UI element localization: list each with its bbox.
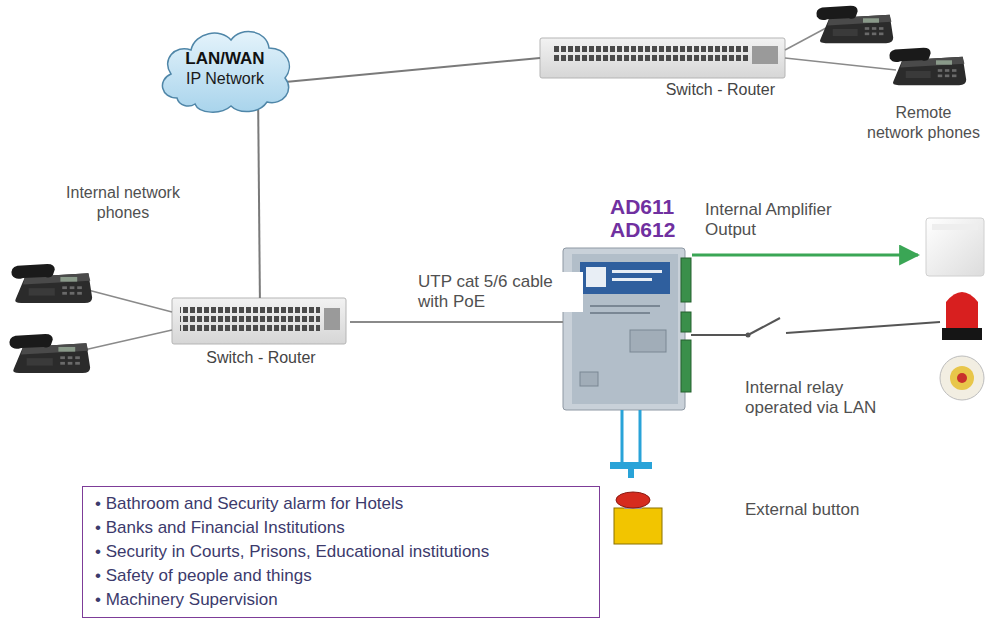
bullet-item: • Machinery Supervision — [95, 588, 587, 612]
button-contact — [610, 462, 652, 469]
cloud-text: IP Network — [186, 69, 264, 89]
phone-cord — [84, 330, 172, 350]
siren — [940, 356, 984, 400]
group-label: Remote network phones — [866, 103, 981, 143]
beacon-base — [942, 328, 982, 340]
switch-ports — [180, 306, 320, 333]
network-cable — [350, 321, 563, 323]
phone-cord — [785, 28, 826, 50]
phone-cord — [88, 290, 172, 312]
siren-core — [957, 373, 967, 383]
relay-contact — [691, 318, 940, 338]
switch-router-top — [540, 38, 785, 78]
network-phone — [889, 48, 966, 85]
switch-router-bottom — [172, 298, 346, 344]
network-cable — [258, 110, 260, 298]
button-wire — [639, 410, 642, 462]
bullet-item: • Security in Courts, Prisons, Education… — [95, 540, 587, 564]
device-print — [612, 278, 652, 281]
network-cloud: LAN/WANIP Network — [155, 20, 295, 115]
button-label: External button — [745, 500, 905, 520]
cloud-text: LAN/WAN — [185, 48, 264, 69]
device-print — [590, 312, 650, 314]
device-mark — [580, 372, 598, 386]
terminal-block — [681, 340, 691, 392]
terminal-block — [681, 258, 691, 302]
network-phone — [9, 334, 90, 373]
device-panel — [572, 254, 678, 404]
speaker — [926, 218, 984, 276]
button-stem — [628, 469, 634, 478]
terminal-block — [681, 312, 691, 332]
switch-label: Switch - Router — [172, 348, 350, 368]
device-model: AD611 AD612 — [610, 195, 690, 241]
switch-label: Switch - Router — [540, 80, 775, 100]
switch-ports — [552, 46, 748, 64]
switch-uplink — [324, 308, 340, 330]
network-phone — [816, 6, 893, 43]
amplifier-arrow — [692, 254, 918, 257]
device-module — [630, 330, 666, 352]
button-wire — [621, 410, 624, 462]
network-phone — [11, 264, 92, 303]
relay-blade — [748, 318, 780, 335]
switch-body — [540, 38, 785, 78]
switch-uplink — [752, 46, 778, 64]
relay-wire — [691, 334, 746, 336]
cable-label: UTP cat 5/6 cable with PoE — [418, 272, 583, 312]
application-box: • Bathroom and Security alarm for Hotels… — [82, 486, 600, 618]
beacon-dome — [946, 292, 978, 330]
network-cable — [285, 58, 540, 82]
bullet-item: • Bathroom and Security alarm for Hotels — [95, 492, 587, 516]
device-label-band — [580, 262, 670, 294]
beacon — [942, 292, 982, 340]
device-logo — [586, 267, 606, 287]
switch-router: Switch - Router — [172, 298, 350, 368]
switch-router: Switch - Router — [540, 38, 785, 100]
button-box — [614, 508, 662, 544]
switch-body — [172, 298, 346, 344]
device-print — [590, 305, 660, 307]
phone-cord — [785, 58, 896, 70]
speaker-box — [926, 218, 984, 276]
speaker-top — [932, 224, 978, 230]
relay-wire — [786, 322, 940, 333]
output-label: Internal Amplifier Output — [705, 200, 865, 240]
group-label: Internal network phones — [58, 183, 188, 223]
relay-label: Internal relay operated via LAN — [745, 378, 895, 418]
device-print — [612, 270, 662, 273]
bullet-item: • Banks and Financial Institutions — [95, 516, 587, 540]
cloud-shape — [162, 32, 289, 113]
emergency-button — [614, 492, 662, 544]
bullet-item: • Safety of people and things — [95, 564, 587, 588]
siren-body — [940, 356, 984, 400]
siren-ring — [950, 366, 974, 390]
button-cap — [616, 492, 650, 508]
